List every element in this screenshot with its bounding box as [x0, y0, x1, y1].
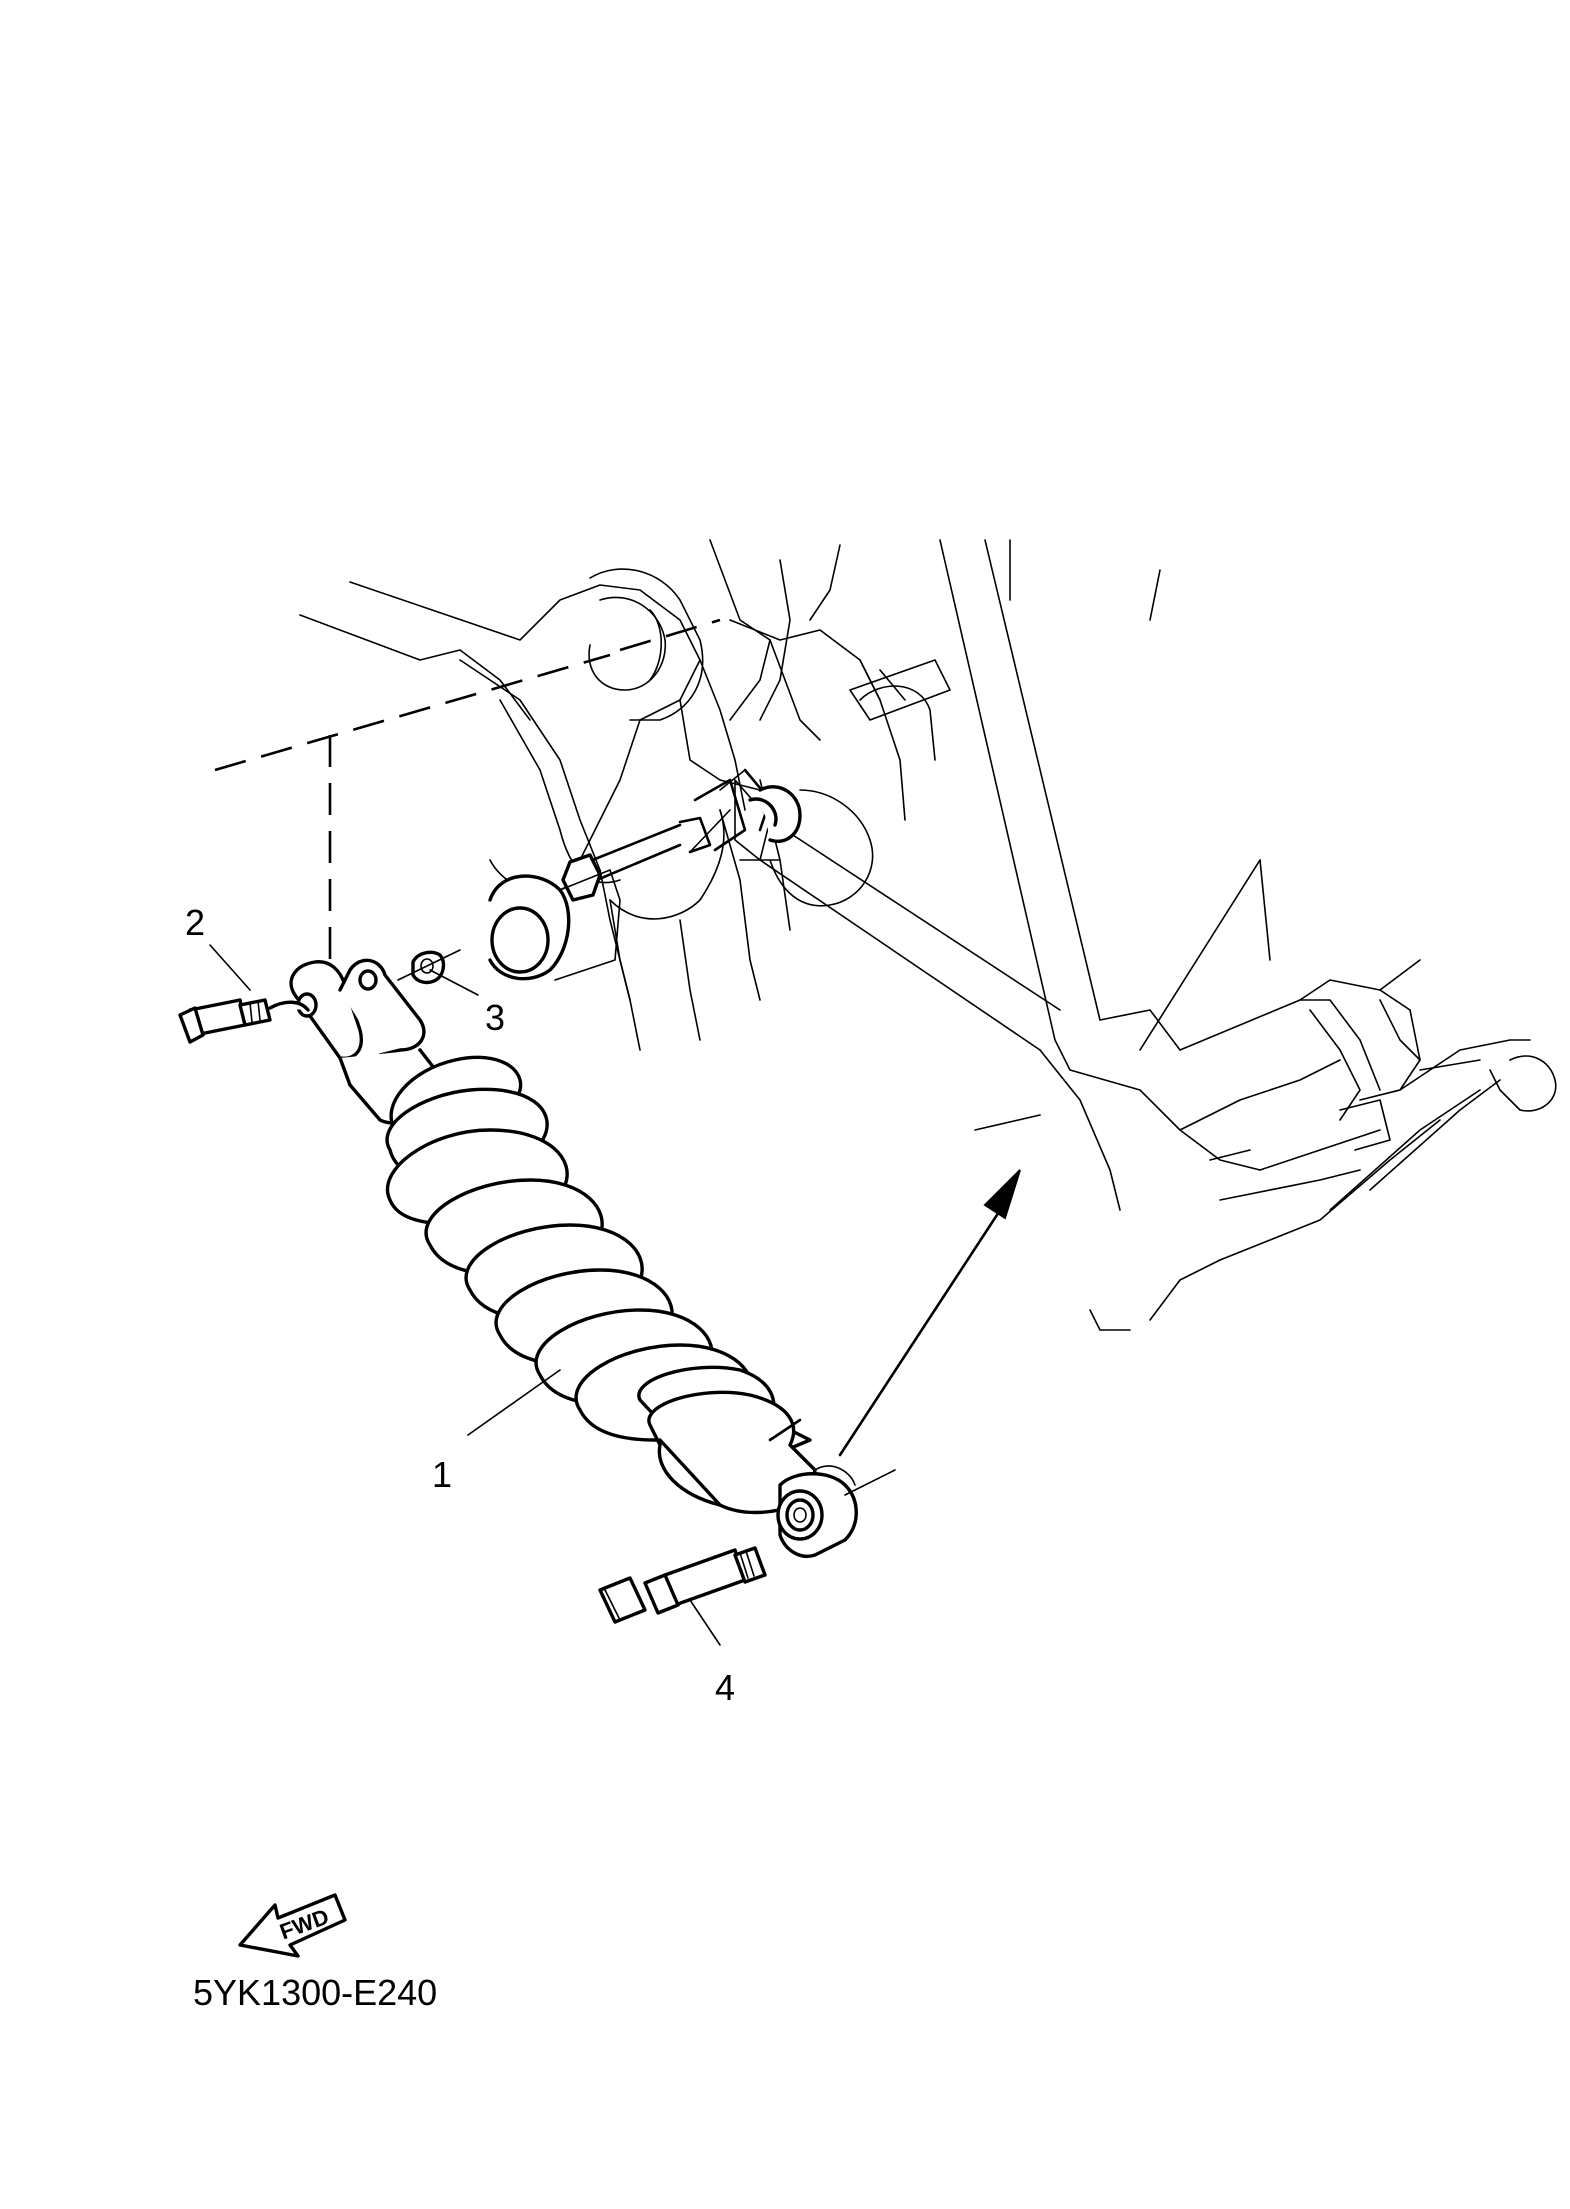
callout-3: 3: [485, 997, 505, 1038]
lower-eye-bushing: [776, 1469, 896, 1558]
callout-2: 2: [185, 902, 205, 943]
callout-leaders: [209, 944, 721, 1646]
frame-background: [299, 539, 1557, 1331]
nut-part-3: [397, 949, 461, 985]
callout-1: 1: [432, 1454, 452, 1495]
dashed-alignment-lines: [214, 618, 721, 960]
frame-pivot-boss: [488, 869, 621, 981]
fwd-arrow-icon: FWD: [238, 1893, 347, 1958]
assembly-arrow: [838, 1114, 1041, 1457]
callout-4: 4: [715, 1667, 735, 1708]
diagram-code: 5YK1300-E240: [193, 1972, 437, 2013]
rear-shock-absorber: [289, 958, 856, 1515]
bolt-part-2: [178, 998, 310, 1044]
bolt-part-4: [598, 1546, 767, 1624]
upper-frame-bolt: [561, 768, 802, 902]
